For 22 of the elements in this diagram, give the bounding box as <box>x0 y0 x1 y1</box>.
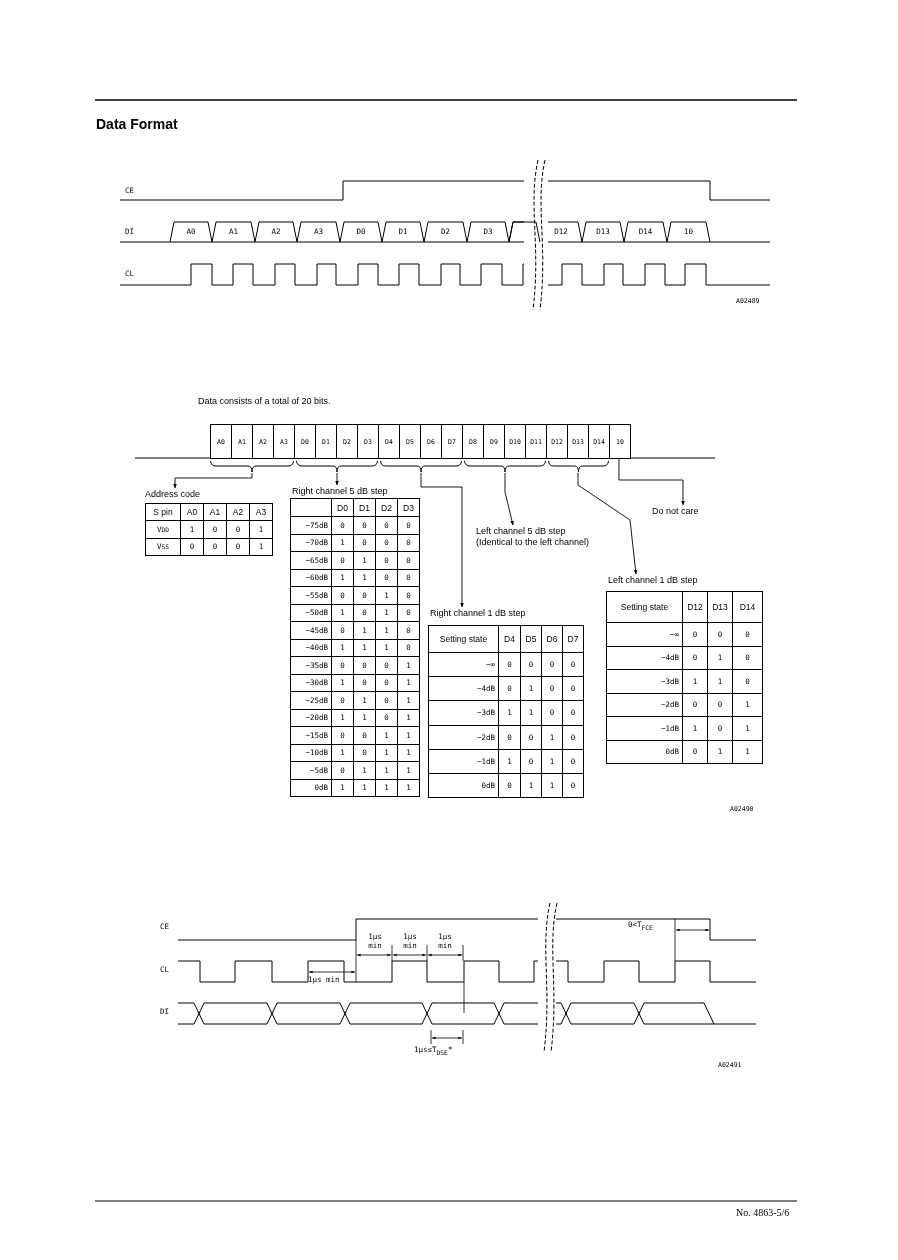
caption-note: (Identical to the left channel) <box>476 537 590 549</box>
table-header: D14 <box>732 591 763 623</box>
table-header: D3 <box>397 498 420 517</box>
section-caption: Left channel 1 dB step <box>608 575 698 587</box>
table-header: D7 <box>562 625 584 653</box>
brace <box>296 460 378 473</box>
brace <box>210 460 294 473</box>
note: Data consists of a total of 20 bits. <box>198 397 331 407</box>
table-header: S pin <box>145 503 181 521</box>
section-caption: Right channel 5 dB step <box>292 486 388 498</box>
brace <box>548 460 609 473</box>
section-caption: Right channel 1 dB step <box>430 608 526 620</box>
table-header: Setting state <box>606 591 683 623</box>
section-caption: Left channel 5 dB step <box>476 526 567 538</box>
section-caption: Address code <box>145 489 201 501</box>
page-number: No. 4863-5/6 <box>736 1207 790 1218</box>
table-header: A3 <box>249 503 273 521</box>
brace <box>380 460 462 473</box>
brace <box>464 460 546 473</box>
page-title: Data Format <box>96 117 178 133</box>
section-caption: Do not care <box>652 506 699 518</box>
table-header: Setting state <box>428 625 499 653</box>
